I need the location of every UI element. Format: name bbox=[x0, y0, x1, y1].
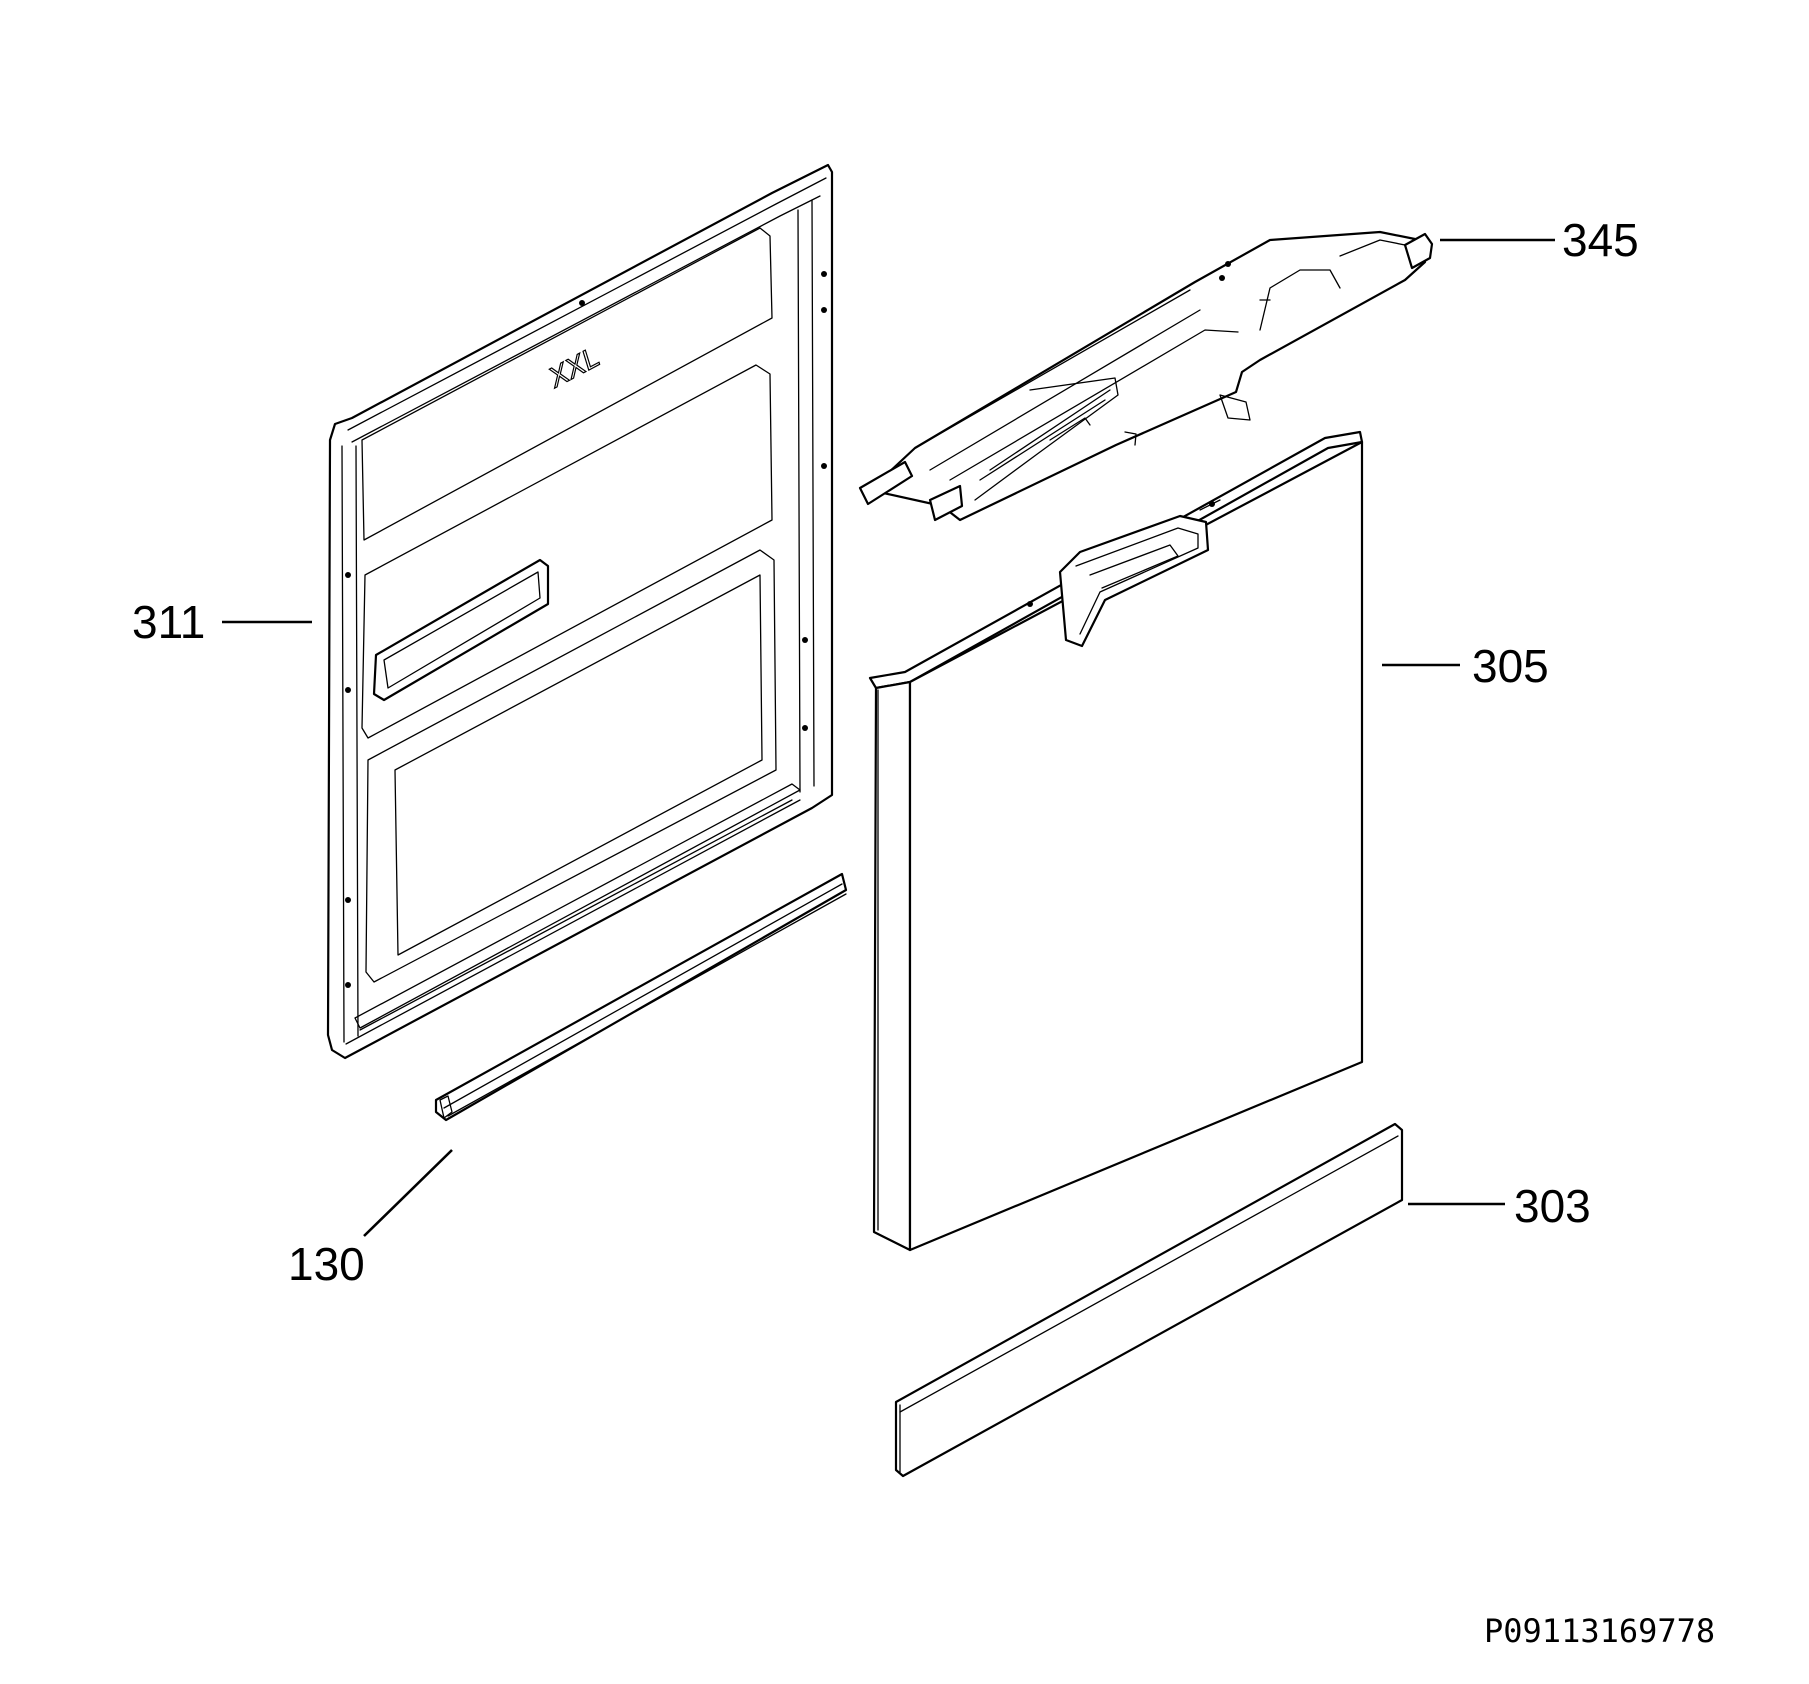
document-code: P09113169778 bbox=[1484, 1612, 1715, 1650]
control-panel-assembly[interactable] bbox=[858, 230, 1434, 522]
bottom-seal-strip[interactable] bbox=[434, 872, 848, 1122]
outer-door-front[interactable] bbox=[868, 430, 1364, 1252]
part-label-311: 311 bbox=[132, 596, 205, 648]
part-label-345: 345 bbox=[1562, 214, 1639, 266]
part-label-130: 130 bbox=[288, 1238, 365, 1290]
kick-plate[interactable] bbox=[894, 1122, 1404, 1478]
inner-door-panel[interactable]: XXL bbox=[326, 163, 834, 1060]
part-label-305: 305 bbox=[1472, 640, 1549, 692]
part-label-303: 303 bbox=[1514, 1180, 1591, 1232]
leader-line-130 bbox=[363, 1149, 453, 1237]
